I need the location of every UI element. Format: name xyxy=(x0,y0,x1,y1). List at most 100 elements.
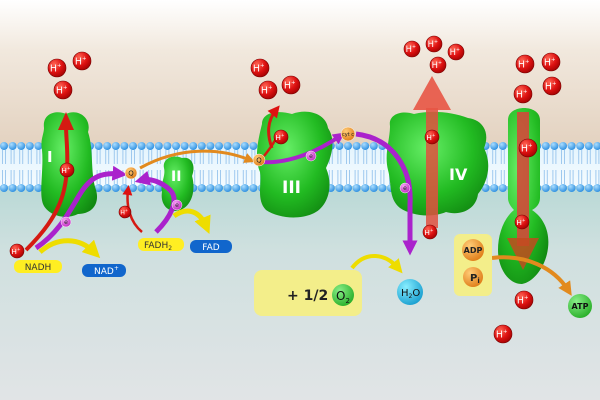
proton-10-label: H xyxy=(275,133,281,142)
atp-synthase-arrow-head xyxy=(507,238,539,270)
lipid-head xyxy=(352,184,361,192)
lipid-head xyxy=(240,142,249,150)
lipid-head xyxy=(335,184,344,192)
proton-16-label: H xyxy=(424,228,430,237)
nad-label: NAD xyxy=(94,267,114,277)
complex-ii-label: II xyxy=(171,169,181,185)
lipid-head xyxy=(498,184,507,192)
proton-4-label: H xyxy=(61,166,67,175)
svg-text:H+: H+ xyxy=(61,165,71,175)
proton-9: H+ xyxy=(281,75,301,95)
lipid-head xyxy=(584,142,593,150)
pi-subscript: i xyxy=(477,277,479,285)
lipid-head xyxy=(481,184,490,192)
electron-complex-ii: e xyxy=(171,199,183,211)
svg-text:H+: H+ xyxy=(428,39,438,49)
adp-orange-arrow xyxy=(491,255,572,296)
cytochrome-c: cyt c xyxy=(340,126,356,142)
lipid-head xyxy=(163,142,172,150)
proton-14-label: H xyxy=(432,60,438,70)
proton-17-label: H xyxy=(518,60,525,71)
proton-8: H+ xyxy=(258,80,278,100)
lipid-head xyxy=(593,142,600,150)
proton-22-label: H xyxy=(516,218,522,227)
lipid-head xyxy=(172,142,180,150)
proton-16: H+ xyxy=(422,224,438,240)
proton-9-charge: + xyxy=(291,80,296,86)
lipid-head xyxy=(498,142,507,150)
proton-11: H+ xyxy=(403,40,421,58)
proton-21: H+ xyxy=(518,138,538,158)
proton-11-charge: + xyxy=(412,44,416,50)
water-molecule: H2O xyxy=(397,279,423,305)
proton-6-charge: + xyxy=(125,208,128,212)
lipid-head xyxy=(567,142,576,150)
proton-11-label: H xyxy=(406,44,412,54)
lipid-head xyxy=(34,184,43,192)
pi-label: P xyxy=(470,273,477,284)
proton-5-charge: + xyxy=(17,246,21,251)
lipid-head xyxy=(146,142,155,150)
proton-10-charge: + xyxy=(281,132,285,137)
proton-3-label: H xyxy=(56,86,63,97)
lipid-head xyxy=(576,142,585,150)
lipid-head xyxy=(197,184,206,192)
lipid-head xyxy=(361,142,370,150)
lipid-head xyxy=(369,142,378,150)
lipid-head xyxy=(197,142,206,150)
lipid-head xyxy=(369,184,378,192)
svg-text:NAD+: NAD+ xyxy=(94,265,119,277)
complex-i-proton-arrow-head xyxy=(58,112,74,130)
proton-24-label: H xyxy=(496,330,503,341)
svg-text:O2: O2 xyxy=(336,289,350,305)
proton-3: H+ xyxy=(53,80,73,100)
proton-6-label: H xyxy=(120,209,125,216)
nad-superscript: + xyxy=(114,265,119,272)
electron-complex-iii: e xyxy=(305,150,317,162)
proton-7: H+ xyxy=(250,58,270,78)
svg-text:H+: H+ xyxy=(544,57,556,69)
oxygen-label: O xyxy=(336,289,345,303)
lipid-head xyxy=(240,184,249,192)
complex-ii: II xyxy=(161,156,194,211)
proton-10: H+ xyxy=(273,129,289,145)
electron-complex-iv: e xyxy=(399,182,411,194)
svg-text:H+: H+ xyxy=(521,143,533,155)
oxygen-yellow-arrow xyxy=(350,254,403,274)
svg-text:H+: H+ xyxy=(516,217,526,227)
oxygen-circle xyxy=(332,284,354,306)
oxygen-reactant-box: + 1/2 O2 xyxy=(254,270,362,316)
proton-8-label: H xyxy=(261,86,268,97)
svg-text:H+: H+ xyxy=(432,60,442,70)
proton-21-charge: + xyxy=(528,143,533,149)
protons-layer: H+H+H+H+H+H+H+H+H+H+H+H+H+H+H+H+H+H+H+H+… xyxy=(9,35,562,344)
complex-iii-proton-arrow xyxy=(267,105,280,149)
complex-iii-electron-arrow xyxy=(261,132,345,165)
electron-complex-iii-label: e xyxy=(309,153,313,160)
water-o: O xyxy=(412,288,420,299)
proton-12-charge: + xyxy=(434,39,438,45)
svg-text:H+: H+ xyxy=(261,85,273,97)
svg-text:H+: H+ xyxy=(517,295,529,307)
ubiquinone-q-1: Q xyxy=(124,166,138,180)
ubiquinone-q-2: Q xyxy=(252,153,266,167)
fadh2-badge: FADH2 xyxy=(138,238,184,252)
proton-19-charge: + xyxy=(523,89,528,95)
fad-label: FAD xyxy=(202,243,220,253)
svg-text:H+: H+ xyxy=(275,132,285,142)
svg-text:H+: H+ xyxy=(426,132,436,142)
lipid-head xyxy=(576,184,585,192)
proton-18: H+ xyxy=(541,52,561,72)
svg-text:FADH2: FADH2 xyxy=(144,241,172,252)
lipid-head xyxy=(559,184,567,192)
water-h: H xyxy=(401,288,409,299)
proton-5: H+ xyxy=(9,243,25,259)
lipid-head xyxy=(344,142,352,150)
lipid-head xyxy=(17,142,26,150)
lipid-head xyxy=(490,142,499,150)
lipid-head xyxy=(559,142,567,150)
lipid-head xyxy=(103,142,112,150)
q-orange-arrow xyxy=(139,149,255,170)
